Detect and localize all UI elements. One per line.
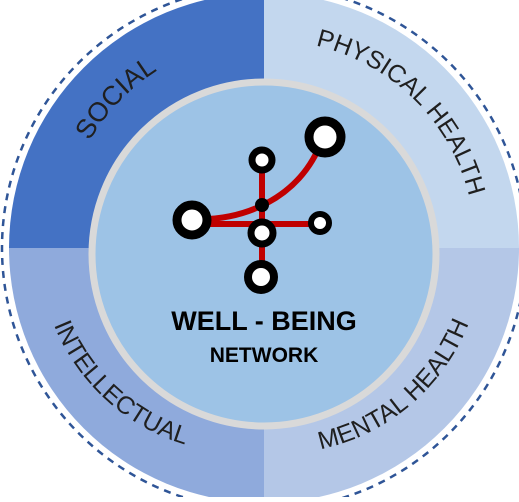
network-node <box>308 211 332 235</box>
inner-disc-rim <box>88 78 440 430</box>
network-node <box>247 218 277 248</box>
network-icon <box>172 116 346 294</box>
network-node <box>248 146 276 174</box>
network-hub <box>255 198 269 212</box>
center-title: WELL - BEING <box>171 306 357 336</box>
network-node <box>304 116 346 158</box>
network-node <box>172 200 212 240</box>
center-subtitle: NETWORK <box>210 344 319 367</box>
network-node <box>244 260 278 294</box>
